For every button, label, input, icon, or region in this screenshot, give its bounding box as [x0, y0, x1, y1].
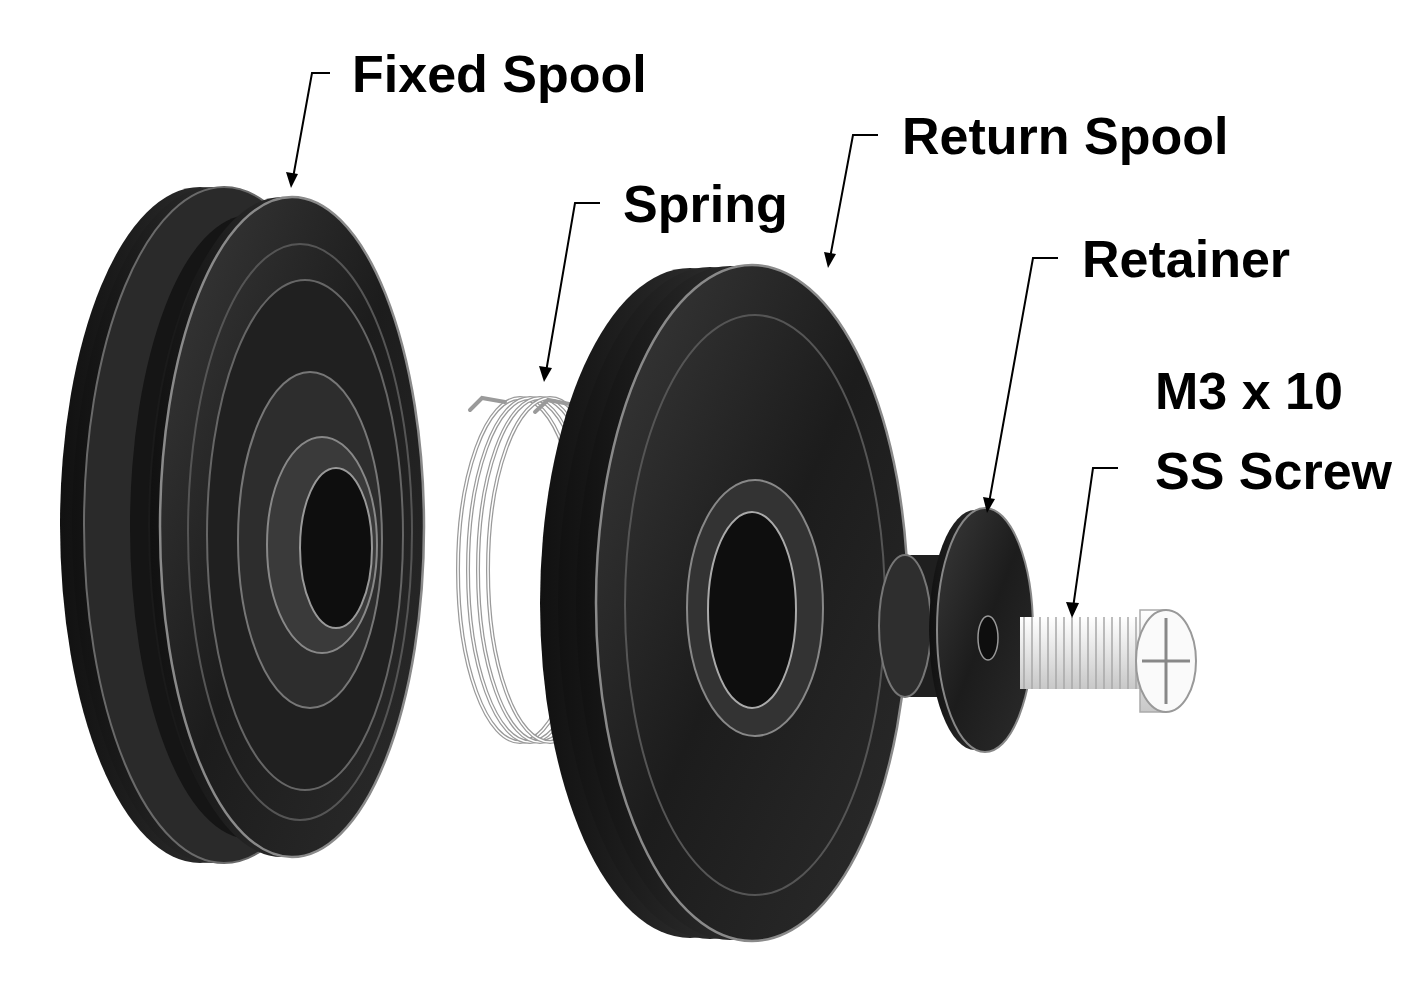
illustration-shape: [937, 508, 1033, 752]
illustration-shape: [160, 197, 424, 857]
illustration-shape: [879, 555, 931, 697]
illustration-shape: [1073, 468, 1118, 608]
illustration-shape: [300, 468, 372, 628]
arrowheads: [286, 172, 1079, 618]
screw: [1020, 610, 1196, 712]
illustration-shape: [830, 135, 878, 258]
return-spool: [540, 265, 908, 941]
illustration-shape: [596, 265, 908, 941]
illustration-shape: [1020, 617, 1142, 689]
part-label: M3 x 10 SS Screw: [1155, 351, 1405, 511]
part-label: Return Spool: [902, 106, 1228, 166]
retainer: [879, 508, 1033, 752]
fixed-spool: [60, 187, 424, 863]
part-label: Retainer: [1082, 229, 1290, 289]
illustration-shape: [539, 366, 552, 382]
illustration-shape: [708, 512, 796, 708]
illustration-shape: [687, 480, 823, 736]
illustration-shape: [470, 398, 505, 410]
illustration-shape: [1136, 610, 1196, 712]
illustration-shape: [978, 616, 998, 660]
illustration-shape: [188, 244, 412, 820]
illustration-shape: [625, 315, 885, 895]
illustration-shape: [267, 437, 377, 653]
illustration-shape: [1024, 617, 1136, 689]
illustration-shape: [1142, 618, 1190, 704]
illustration-shape: [546, 203, 600, 372]
illustration-shape: [238, 372, 382, 708]
illustration-shape: [989, 258, 1058, 503]
part-label: Spring: [623, 174, 788, 234]
illustration-shape: [293, 73, 330, 178]
illustration-shape: [207, 280, 403, 790]
illustration-shape: [983, 497, 995, 513]
part-label: Fixed Spool: [352, 44, 647, 104]
illustration-shape: [286, 172, 298, 188]
illustration-shape: [824, 252, 836, 268]
illustration-shape: [1066, 602, 1079, 618]
